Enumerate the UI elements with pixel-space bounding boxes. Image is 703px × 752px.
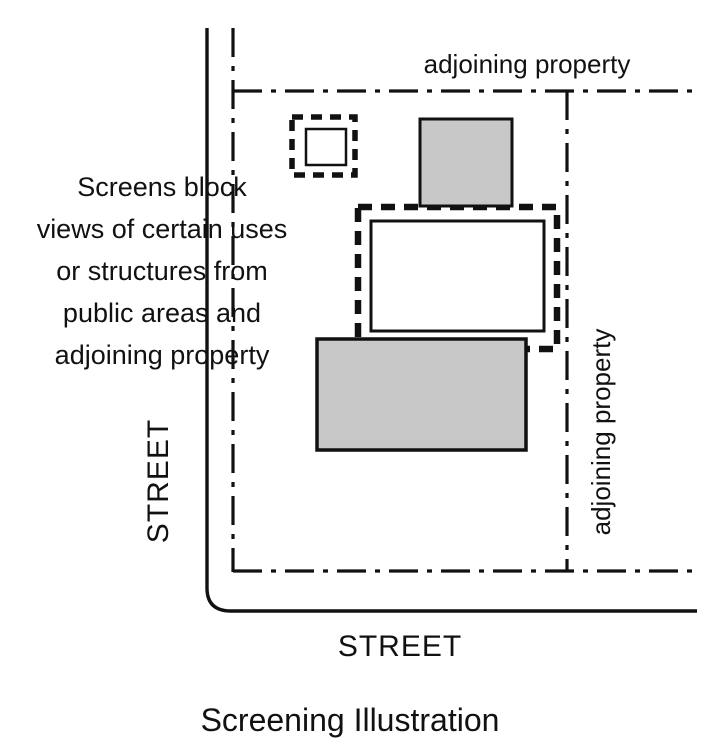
screened-structure	[369, 219, 546, 333]
caption-line-2: views of certain uses	[37, 214, 288, 244]
structure-bottom-gray	[315, 337, 528, 452]
screen-caption: Screens block views of certain uses or s…	[37, 172, 288, 370]
caption-line-4: public areas and	[63, 298, 261, 328]
structure-top-gray	[418, 117, 514, 208]
label-adjoining-property-top: adjoining property	[424, 49, 631, 79]
label-adjoining-property-right: adjoining property	[586, 329, 616, 536]
small-structure	[304, 127, 348, 167]
label-street-left: STREET	[142, 419, 175, 543]
diagram-title: Screening Illustration	[201, 702, 500, 738]
small-screen-dashed-outline	[289, 114, 358, 178]
label-street-bottom: STREET	[338, 630, 462, 663]
caption-line-3: or structures from	[56, 256, 268, 286]
caption-line-1: Screens block	[77, 172, 247, 202]
caption-line-5: adjoining property	[55, 340, 270, 370]
street-curb-line	[205, 28, 697, 613]
